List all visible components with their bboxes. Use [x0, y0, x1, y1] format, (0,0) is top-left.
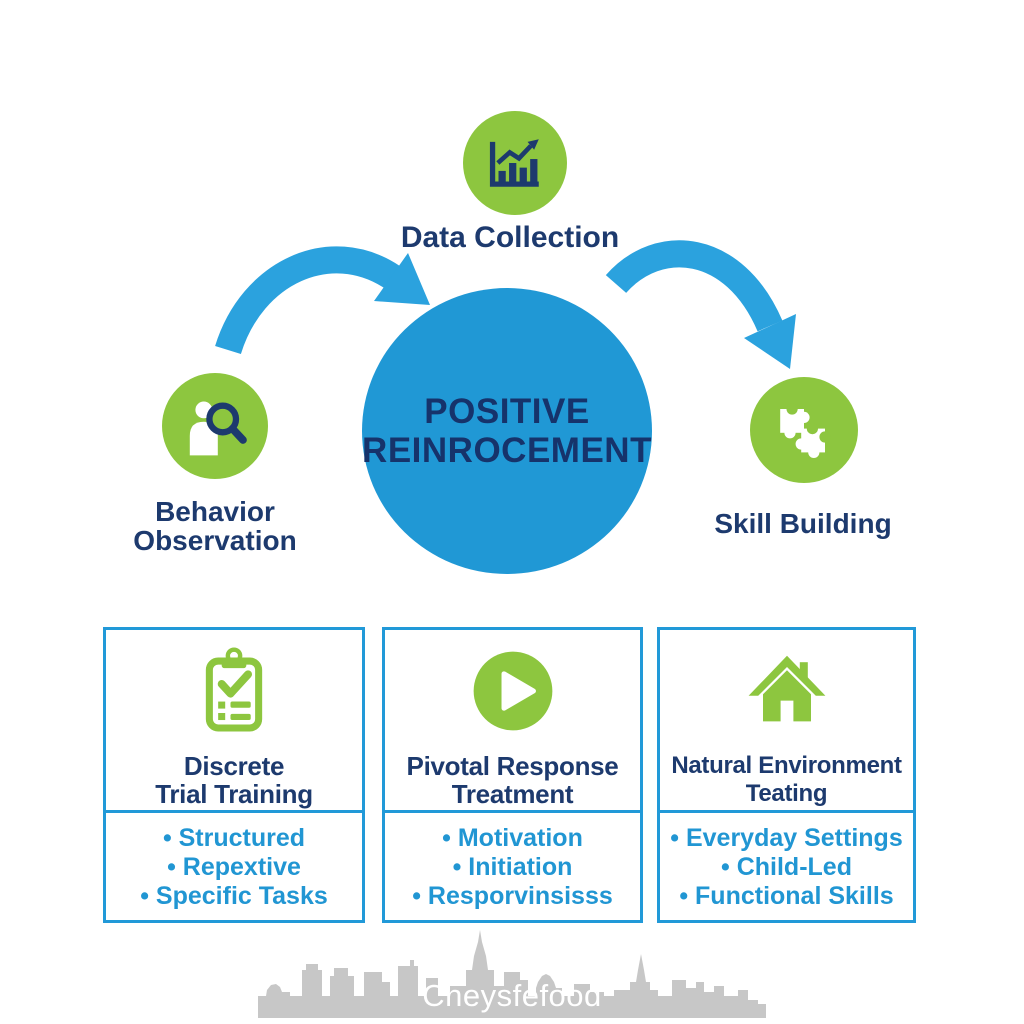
card2-icon-wrap [385, 630, 640, 744]
card3-divider [660, 810, 913, 813]
bullet-item: • Structured [162, 824, 306, 852]
card2-title: Pivotal Response Treatment [385, 752, 640, 808]
brand-watermark: Cheysfefood [422, 978, 602, 1013]
bullet-item: • Repextive [167, 853, 301, 881]
house-icon [748, 655, 825, 722]
card1-bullet-list: • Structured • Repextive • Specific Task… [106, 824, 362, 911]
data-collection-label: Data Collection [400, 221, 620, 254]
center-title-line1: POSITIVE [424, 392, 590, 431]
positive-reinforcement-title: POSITIVE REINROCEMENT [362, 392, 652, 470]
bullet-item: • Resporvinsisss [412, 882, 613, 910]
card2-bullet-list: • Motivation • Initiation • Resporvinsis… [385, 824, 640, 911]
arrow-center-to-right-icon [605, 240, 796, 369]
card-pivotal-response-treatment: Pivotal Response Treatment • Motivation … [382, 627, 643, 923]
card3-title-line2: Teating [745, 780, 828, 807]
skill-building-badge [750, 377, 858, 483]
behavior-observation-line1: Behavior [155, 496, 275, 527]
positive-reinforcement-circle: POSITIVE REINROCEMENT [362, 288, 652, 574]
card1-title-line1: Discrete [183, 751, 285, 781]
bar-chart-trend-icon [489, 139, 539, 187]
card3-title-line1: Natural Environment [671, 752, 902, 779]
bullet-item: • Everyday Settings [670, 824, 903, 852]
puzzle-pieces-icon [780, 403, 831, 458]
bullet-item: • Functional Skills [679, 882, 894, 910]
data-collection-badge [463, 111, 567, 215]
bullet-item: • Motivation [442, 824, 583, 852]
behavior-observation-line2: Observation [133, 525, 297, 556]
behavior-observation-badge [162, 373, 268, 479]
card2-divider [385, 810, 640, 813]
card1-divider [106, 810, 362, 813]
card2-title-line1: Pivotal Response [406, 751, 619, 781]
play-button-icon [473, 651, 552, 731]
bullet-item: • Child-Led [721, 853, 852, 881]
card1-title-line2: Trial Training [155, 779, 313, 809]
city-skyline-icon [258, 930, 766, 1018]
clipboard-checklist-icon [205, 647, 263, 732]
card3-icon-wrap [660, 630, 913, 744]
skill-building-label: Skill Building [714, 508, 892, 539]
card-discrete-trial-training: Discrete Trial Training • Structured • R… [103, 627, 365, 923]
card-natural-environment-teating: Natural Environment Teating • Everyday S… [657, 627, 916, 923]
card3-title: Natural Environment Teating [660, 752, 913, 808]
behavior-observation-label: Behavior Observation [65, 497, 365, 555]
card3-bullet-list: • Everyday Settings • Child-Led • Functi… [660, 824, 913, 911]
card1-title: Discrete Trial Training [106, 752, 362, 808]
bullet-item: • Specific Tasks [140, 882, 328, 910]
person-magnifier-icon [189, 401, 247, 456]
card1-icon-wrap [106, 630, 362, 744]
center-title-line2: REINROCEMENT [362, 431, 652, 470]
card2-title-line2: Treatment [451, 779, 574, 809]
bullet-item: • Initiation [452, 853, 573, 881]
